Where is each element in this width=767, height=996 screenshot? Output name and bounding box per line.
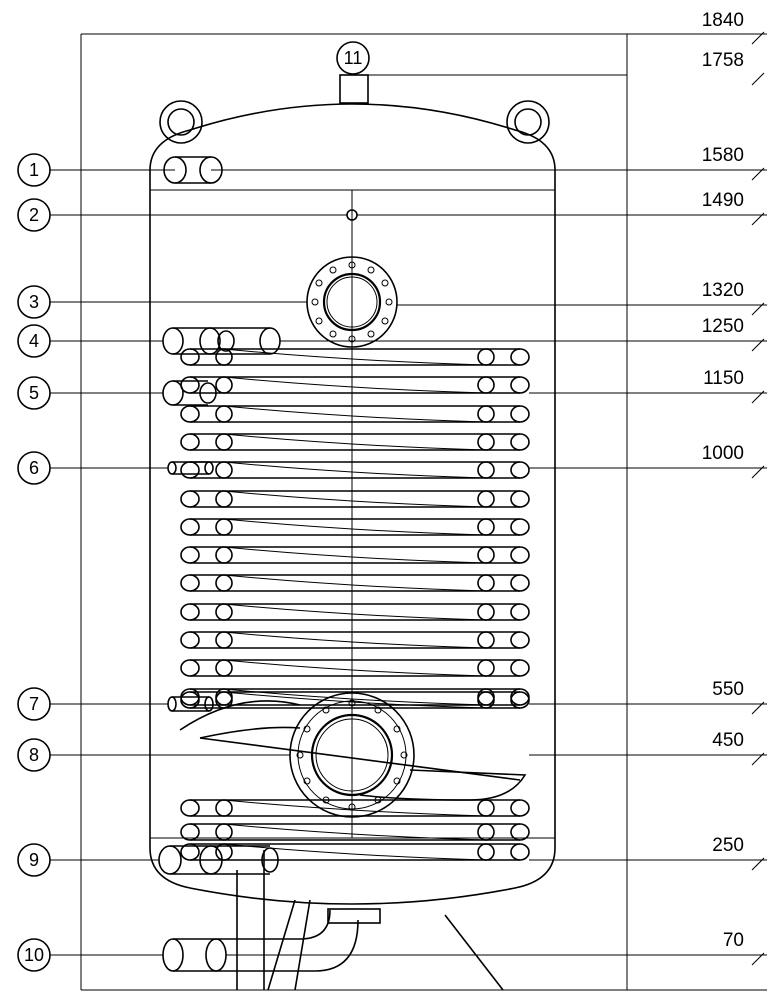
dimension-label: 1320 (702, 280, 744, 301)
dimension-label: 1580 (702, 145, 744, 166)
dimension-250: 250 (529, 835, 767, 871)
dimension-label: 1150 (703, 368, 744, 389)
lifting-lug-right (506, 100, 550, 144)
callout-number: 3 (29, 292, 39, 312)
dimension-label: 550 (712, 679, 744, 700)
dimension-1490: 1490 (357, 190, 767, 226)
callout-6: 6 (17, 451, 168, 485)
callout-number: 7 (29, 694, 39, 714)
nozzle-7 (167, 696, 214, 712)
dimension-label: 250 (712, 835, 744, 856)
tank-body (149, 103, 556, 905)
support-legs (236, 850, 504, 991)
dimension-label: 1250 (702, 316, 744, 337)
dimension-label: 1000 (702, 443, 744, 464)
dimension-70: 70 (226, 930, 767, 966)
upper-flange (306, 256, 398, 348)
dimension-1000: 1000 (529, 443, 767, 479)
drain-nozzle-10 (162, 908, 381, 972)
callout-8: 8 (17, 738, 290, 772)
callout-3: 3 (17, 285, 307, 319)
dimension-1758: 1758 (702, 50, 765, 86)
callout-number: 2 (29, 205, 39, 225)
callout-10: 10 (17, 938, 163, 972)
dimension-450: 450 (529, 730, 767, 766)
nozzle-4 (162, 327, 281, 355)
callout-1: 1 (17, 153, 175, 187)
dimension-550: 550 (529, 679, 767, 715)
dimension-1840: 1840 (702, 10, 765, 45)
callout-number: 5 (29, 383, 39, 403)
dimension-label: 1490 (702, 190, 744, 211)
callout-number: 11 (344, 48, 363, 68)
nozzle-6 (167, 461, 214, 475)
callout-number: 10 (24, 945, 44, 965)
callout-2: 2 (17, 198, 347, 232)
dimension-1580: 1580 (211, 145, 767, 181)
upper-heat-exchanger-coil (180, 348, 530, 709)
drawing-frame (80, 33, 767, 991)
lower-flange (179, 692, 527, 818)
callout-4: 4 (17, 324, 163, 358)
dimension-1250: 1250 (280, 316, 767, 352)
callout-9: 9 (17, 843, 159, 877)
callout-number: 9 (29, 850, 39, 870)
dimension-label: 450 (712, 730, 744, 751)
dimension-label: 70 (723, 930, 744, 951)
nozzle-5 (162, 380, 217, 406)
top-nozzle (339, 74, 627, 104)
callout-markers: 1 2 3 4 5 6 7 8 9 10 11 (17, 41, 370, 972)
lifting-lug-left (159, 100, 203, 144)
callout-number: 4 (29, 331, 39, 351)
callout-7: 7 (17, 687, 168, 721)
callout-11: 11 (336, 41, 370, 75)
dimension-lines: 1840 1758 1580 1490 1320 1250 1150 1000 550 450 25… (211, 10, 767, 966)
callout-number: 8 (29, 745, 39, 765)
dimension-label: 1840 (702, 10, 744, 31)
dimension-1150: 1150 (529, 368, 767, 404)
dimension-1320: 1320 (397, 280, 767, 316)
callout-number: 1 (29, 160, 39, 180)
dimension-label: 1758 (702, 50, 744, 71)
callout-5: 5 (17, 376, 163, 410)
callout-number: 6 (29, 458, 39, 478)
